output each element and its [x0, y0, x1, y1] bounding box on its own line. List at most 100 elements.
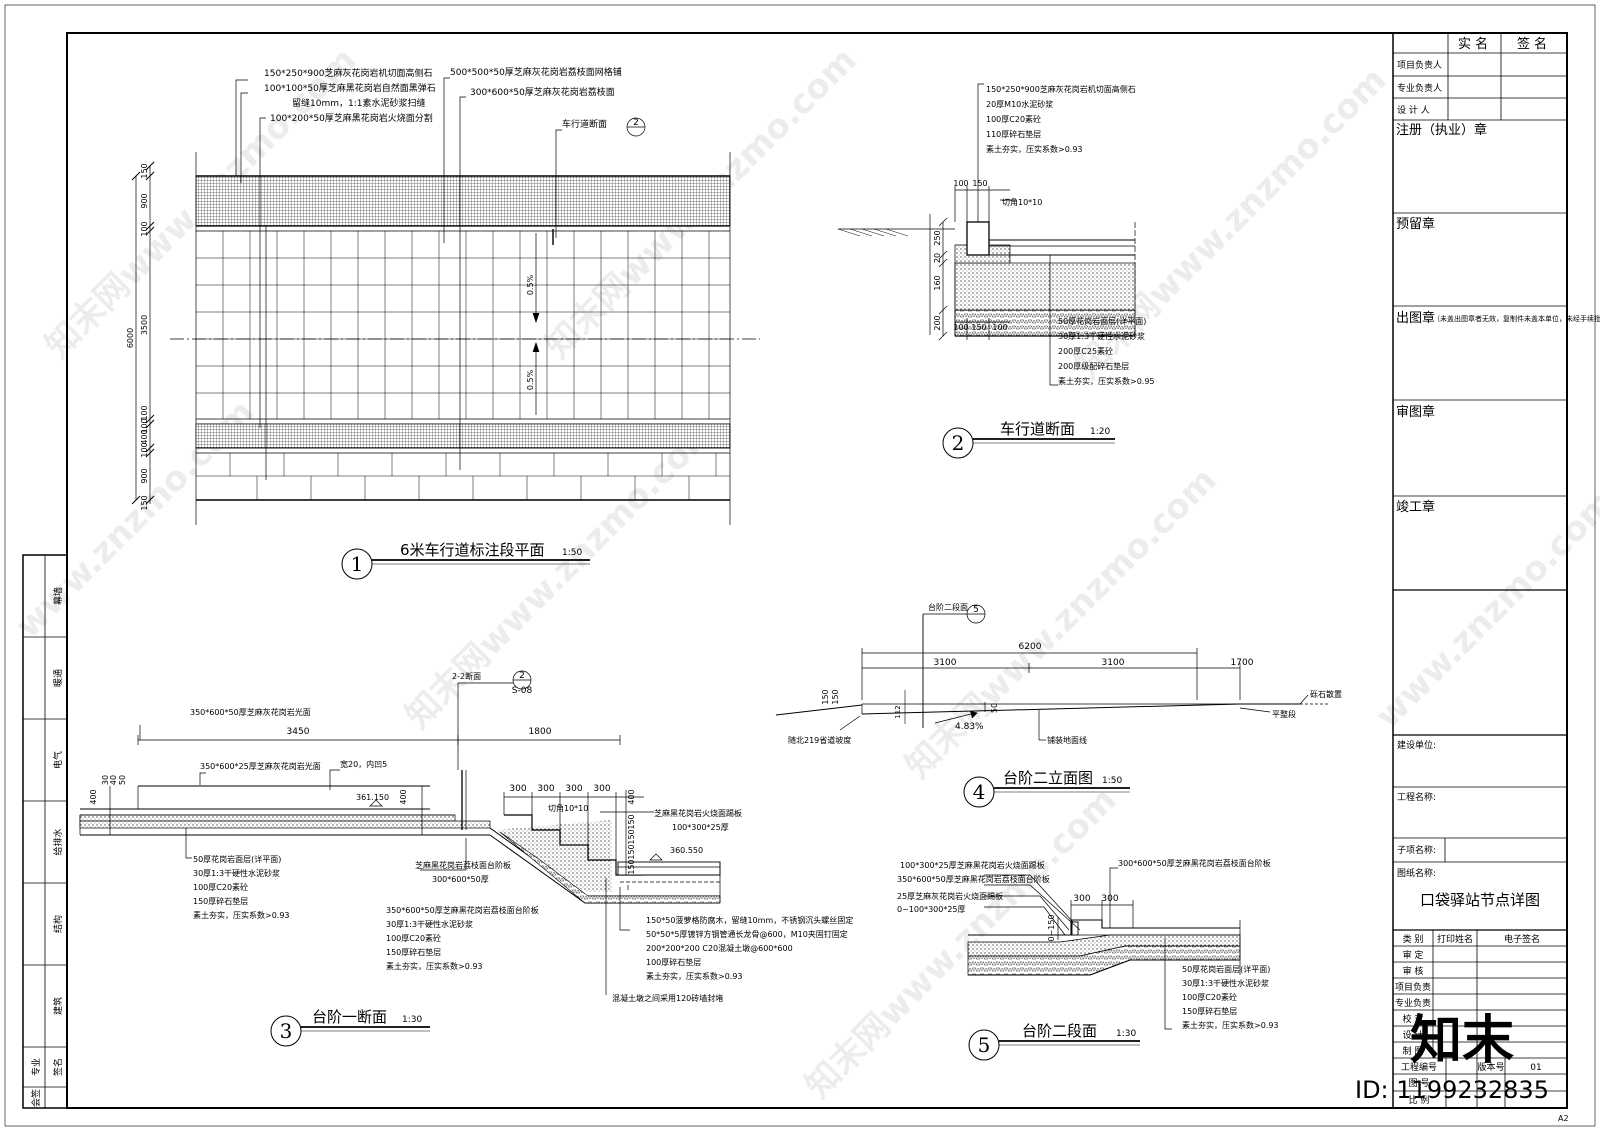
step-label: 素土夯实，压实系数>0.93	[193, 910, 290, 920]
plan-number: 1	[351, 552, 364, 576]
step-label: 300*600*50厚	[432, 875, 489, 884]
header-real-name: 实名	[1458, 36, 1492, 52]
section-label: 50厚花岗岩面层(详平面)	[1058, 316, 1146, 326]
section-label: 110厚碎石垫层	[986, 129, 1041, 139]
step-section-scale: 1:30	[402, 1015, 422, 1025]
section-chamfer: 切角10*10	[1002, 197, 1042, 207]
section-dim: 200	[933, 315, 942, 330]
elev-number: 4	[973, 780, 986, 804]
elev-title: 台阶二立面图	[1003, 769, 1093, 787]
drawing-name: 口袋驿站节点详图	[1420, 891, 1540, 909]
section-label: 素土夯实，压实系数>0.95	[1058, 376, 1155, 386]
strip-item: 给排水	[52, 828, 64, 855]
plan-dim: 3500	[140, 315, 149, 335]
s2-title: 台阶二段面	[1022, 1022, 1097, 1040]
plan-slope: 0.5%	[526, 274, 535, 295]
elev-dim: 6200	[1019, 642, 1042, 652]
role-label: 设 计 人	[1397, 104, 1430, 116]
step-label: 100*300*25厚	[672, 823, 729, 832]
section-number: 2	[952, 431, 965, 455]
id-text: ID: 1199232835	[1355, 1076, 1549, 1104]
stamp-label: 预留章	[1396, 216, 1435, 232]
step-dim: 300	[537, 784, 554, 794]
elev-ref-number: 5	[973, 605, 979, 615]
role-label: 专业负责人	[1397, 82, 1442, 94]
strip-item: 结构	[52, 915, 64, 933]
step-label: 素土夯实，压实系数>0.93	[386, 961, 483, 971]
ref-number: 2	[519, 671, 525, 681]
outer-border	[4, 4, 1596, 1127]
countersign-labels: 幕墙 暖通 电气 给排水 结构 建筑 专业 签名 会签	[30, 587, 64, 1107]
step-label: 素土夯实，压实系数>0.93	[646, 971, 743, 981]
brand-logo: 知末 ID: 1199232835	[1355, 1011, 1549, 1104]
section-dim: 100	[953, 179, 968, 188]
section-title: 车行道断面	[1000, 420, 1075, 438]
role-label: 项目负责人	[1397, 59, 1442, 71]
step-section-title: 台阶一断面	[312, 1008, 387, 1026]
step-label: 30厚1:3干硬性水泥砂浆	[386, 919, 473, 929]
section-dim: 150	[971, 323, 986, 332]
roadway-section	[837, 83, 1136, 386]
sign-row: 制 图	[1403, 1045, 1424, 1057]
step-label: 宽20，内凹5	[340, 759, 387, 769]
plan-dim: 100	[140, 418, 149, 433]
ref-label: 2-2断面	[452, 671, 481, 681]
sheet-no-label: 图 号	[1409, 1078, 1430, 1089]
field-label: 建设单位:	[1397, 739, 1436, 751]
elev-dim: 50	[990, 703, 999, 713]
step-label: 350*600*25厚芝麻灰花岗岩光面	[200, 761, 321, 771]
section-label: 200厚级配碎石垫层	[1058, 361, 1129, 371]
stamp-label: 出图章	[1396, 310, 1435, 326]
s2-number: 5	[978, 1033, 991, 1057]
s2-label: 350*600*50厚芝麻黑花岗岩荔枝面台阶板	[897, 874, 1050, 884]
elev-dim: 3100	[934, 658, 957, 668]
step-label: 50厚花岗岩面层(详平面)	[193, 854, 281, 864]
step-label: 芝麻黑花岗岩荔枝面台阶板	[415, 860, 511, 870]
plan-scale: 1:50	[562, 548, 582, 558]
elev-dim: 150	[831, 689, 840, 704]
countersign-strip	[22, 554, 68, 1109]
strip-item: 暖通	[52, 669, 64, 687]
step-dim: 300	[565, 784, 582, 794]
sign-row: 审 核	[1403, 965, 1424, 977]
stamp-label: 竣工章	[1396, 499, 1435, 515]
strip-item: 幕墙	[52, 587, 64, 605]
step-label: 芝麻黑花岗岩火烧面踢板	[654, 808, 742, 818]
elev-scale: 1:50	[1102, 776, 1122, 786]
plan-label: 100*100*50厚芝麻黑花岗岩自然面黑弹石	[264, 82, 436, 94]
project-no-label: 工程编号	[1401, 1061, 1437, 1073]
s2-scale: 1:30	[1116, 1029, 1136, 1039]
title-block-text: 实名 签名 项目负责人 专业负责人 设 计 人 注册（执业）章 预留章 出图章 …	[1395, 36, 1600, 1123]
elev-dim: 1700	[1231, 658, 1254, 668]
strip-foot: 签名	[52, 1058, 64, 1076]
s2-label: 0~100*300*25厚	[897, 905, 966, 914]
step-section-1	[79, 670, 721, 995]
plan-title: 1 6米车行道标注段平面 1:50	[341, 541, 590, 580]
plan-dim: 100	[140, 442, 149, 457]
plan-ref-number: 2	[633, 118, 639, 128]
s2-label: 30厚1:3干硬性水泥砂浆	[1182, 978, 1269, 988]
stamp-note: （未盖出图章者无效，复制件未盖本单位，未经手续批准不得翻印）	[1433, 314, 1600, 323]
step-label: 150*50菠萝格防腐木，留缝10mm，不锈钢沉头螺丝固定	[646, 915, 853, 925]
step-dim: 150	[627, 844, 636, 859]
step-dim: 400	[89, 789, 98, 804]
step-dim: 1800	[529, 727, 552, 737]
step-dim: 400	[627, 789, 636, 804]
step-label: 200*200*200 C20混凝土墩@600*600	[646, 943, 793, 953]
step-elevation-2-text: 台阶二段面 5 6200 3100 3100 1700 砾石散置 平整段 铺装地…	[788, 602, 1342, 808]
svg-text:www.znzmo.com: www.znzmo.com	[1368, 482, 1600, 736]
plan-dim: 900	[140, 468, 149, 483]
version-label: 版本号	[1477, 1061, 1504, 1073]
section-dim: 160	[933, 275, 942, 290]
section-label: 20厚M10水泥砂浆	[986, 99, 1053, 109]
step-label: 50*50*5厚镀锌方钢管通长龙骨@600，M10夹固钉固定	[646, 929, 848, 939]
strip-item: 建筑	[52, 997, 64, 1015]
step-elevation-2	[775, 604, 1330, 741]
sign-header: 类 别	[1403, 933, 1424, 945]
step-label: 100厚碎石垫层	[646, 957, 701, 967]
s2-label: 100*300*25厚芝麻黑花岗岩火烧面踢板	[900, 860, 1045, 870]
step-dim: 300	[509, 784, 526, 794]
plan-dim-total: 6000	[126, 328, 135, 348]
step-dim: 150	[627, 814, 636, 829]
